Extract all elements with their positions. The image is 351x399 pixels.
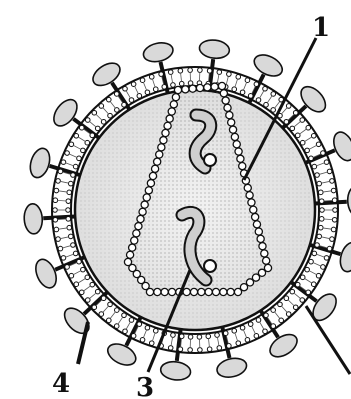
label-4: 4 (52, 369, 70, 399)
label-1: 1 (312, 13, 330, 43)
label-3: 3 (136, 373, 154, 399)
